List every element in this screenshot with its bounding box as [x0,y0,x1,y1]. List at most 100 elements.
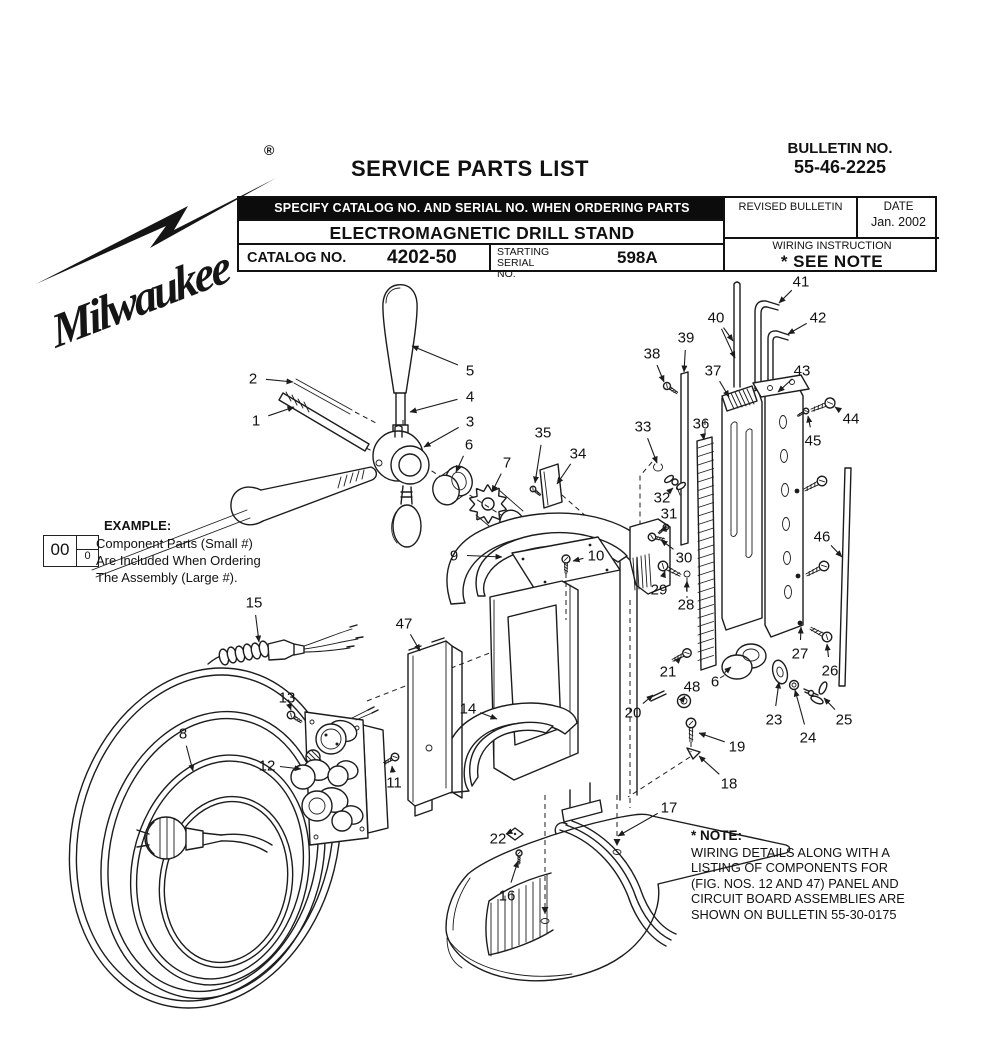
svg-text:42: 42 [810,310,827,327]
note-line: SHOWN ON BULLETIN 55-30-0175 [691,906,897,922]
svg-text:25: 25 [836,712,853,729]
example-small-number: 0 [84,550,91,562]
wiring-note: * NOTE: WIRING DETAILS ALONG WITH A LIST… [691,828,941,922]
svg-text:45: 45 [805,433,822,450]
svg-text:13: 13 [279,690,296,707]
feed-handle-assembly [91,284,473,578]
example-title: EXAMPLE: [104,518,172,533]
note-line: (FIG. NOS. 12 AND 47) PANEL AND [691,875,899,891]
power-plug [136,816,273,860]
milwaukee-logo: Milwaukee ® [28,138,298,359]
svg-text:41: 41 [793,274,810,291]
note-line: CIRCUIT BOARD ASSEMBLIES ARE [691,891,905,907]
catalog-label: CATALOG NO. [247,250,347,266]
svg-text:40: 40 [708,310,725,327]
svg-text:1: 1 [252,413,260,430]
table-right-section: REVISED BULLETIN DATE Jan. 2002 WIRING I… [723,198,939,271]
svg-text:48: 48 [684,679,701,696]
date-value: Jan. 2002 [871,215,926,229]
svg-text:44: 44 [843,411,860,428]
wiring-instruction-cell: WIRING INSTRUCTION * SEE NOTE [725,237,939,271]
catalog-serial-row: CATALOG NO. 4202-50 STARTING SERIAL NO. … [239,243,725,280]
svg-text:27: 27 [792,646,809,663]
column-assembly [680,281,852,687]
svg-text:32: 32 [654,490,671,507]
revised-bulletin-cell: REVISED BULLETIN [738,201,843,213]
cord-strain-relief [218,624,364,666]
svg-text:4: 4 [466,389,474,406]
svg-text:29: 29 [651,582,668,599]
svg-text:30: 30 [676,550,693,567]
svg-text:14: 14 [460,701,477,718]
svg-text:18: 18 [721,776,738,793]
example-line-3: The Assembly (Large #). [96,570,238,585]
support-frame [443,557,638,823]
svg-text:19: 19 [729,739,746,756]
example-line-1: Component Parts (Small #) [96,536,253,551]
bulletin-label: BULLETIN NO. [787,140,893,157]
svg-text:15: 15 [246,595,263,612]
svg-text:6: 6 [711,674,719,691]
control-panel [290,706,389,846]
table-left-section: SPECIFY CATALOG NO. AND SERIAL NO. WHEN … [239,198,725,280]
svg-text:36: 36 [693,416,710,433]
svg-text:46: 46 [814,529,831,546]
svg-text:16: 16 [499,888,516,905]
svg-text:34: 34 [570,446,587,463]
svg-text:24: 24 [800,730,817,747]
note-line: WIRING DETAILS ALONG WITH A [691,845,890,860]
date-label: DATE [883,201,914,213]
fraction-bar [77,536,98,550]
wiring-value: * SEE NOTE [780,252,884,271]
svg-text:35: 35 [535,425,552,442]
column-37 [764,383,804,638]
svg-text:2: 2 [249,371,257,388]
svg-text:3: 3 [466,414,474,431]
registered-mark: ® [264,142,275,158]
svg-text:38: 38 [644,346,661,363]
svg-text:9: 9 [450,548,458,565]
product-name: ELECTROMAGNETIC DRILL STAND [239,219,725,243]
example-line-2: Are Included When Ordering [96,553,261,568]
serial-number: 598A [617,248,658,267]
example-large-number: 00 [50,540,70,559]
svg-text:17: 17 [661,800,678,817]
svg-text:21: 21 [660,664,677,681]
stop-bracket [539,463,563,509]
svg-text:22: 22 [490,831,507,848]
svg-text:47: 47 [396,616,413,633]
screws [286,381,836,865]
svg-text:6: 6 [465,437,473,454]
svg-text:8: 8 [179,726,187,743]
page-title: SERVICE PARTS LIST [350,156,589,181]
svg-text:39: 39 [678,330,695,347]
svg-text:10: 10 [588,548,605,565]
example-part-box: 00 0 [43,535,99,567]
bulletin-number: 55-46-2225 [793,157,887,177]
wiring-label: WIRING INSTRUCTION [772,240,892,252]
svg-text:12: 12 [259,758,276,775]
small-hardware [506,463,828,914]
svg-text:11: 11 [386,775,402,792]
bulletin-number-block: BULLETIN NO. 55-46-2225 [758,140,922,178]
svg-text:31: 31 [661,506,678,523]
svg-text:26: 26 [822,663,839,680]
magnet-base [445,813,791,982]
gear-rack [696,436,717,671]
side-cover [407,637,463,817]
catalog-number: 4202-50 [387,247,457,268]
note-title: * NOTE: [691,828,743,843]
date-cell: DATE Jan. 2002 [856,198,939,237]
svg-text:33: 33 [635,419,652,436]
specify-banner: SPECIFY CATALOG NO. AND SERIAL NO. WHEN … [239,198,725,219]
svg-text:20: 20 [625,705,642,722]
svg-text:23: 23 [766,712,783,729]
alignment-dashed-lines-front [544,573,691,914]
side-strip-46 [838,467,852,687]
note-line: LISTING OF COMPONENTS FOR [691,860,888,876]
svg-text:28: 28 [678,597,695,614]
cell-divider [489,245,491,272]
